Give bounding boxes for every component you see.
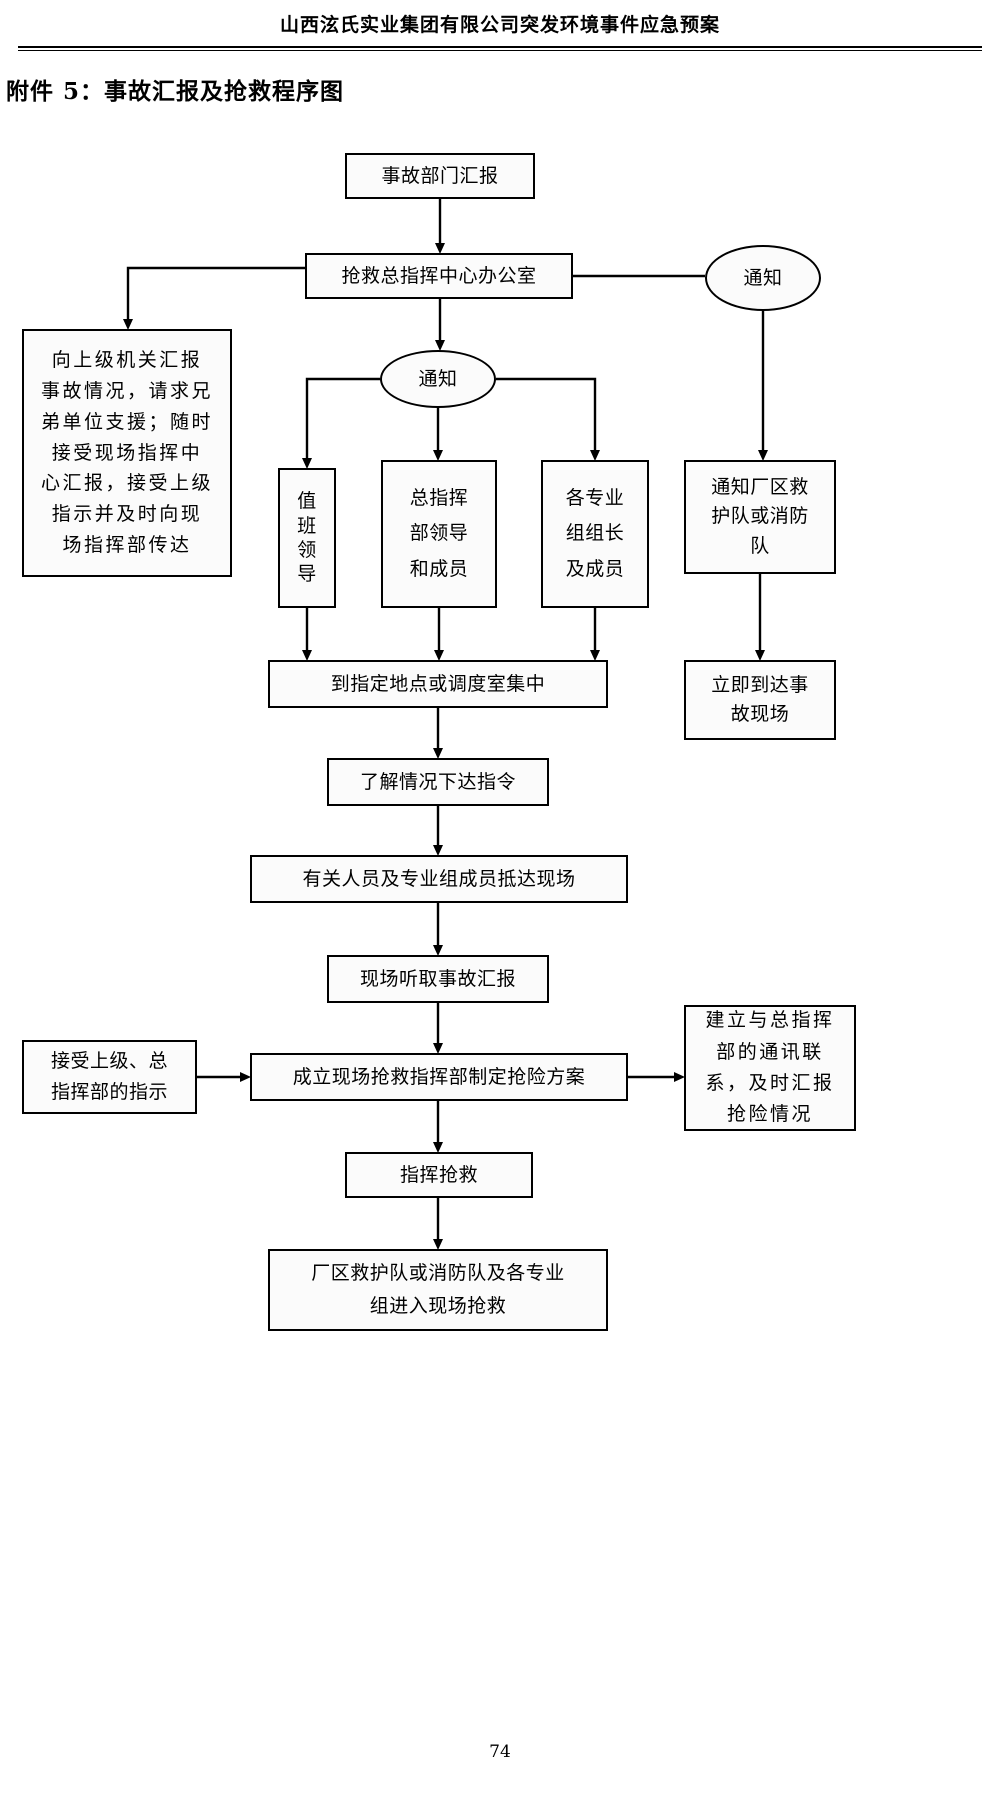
node-accident-department-report[interactable]: 事故部门汇报 — [345, 153, 535, 199]
attachment-title: 附件 5：事故汇报及抢救程序图 — [6, 78, 345, 105]
node-listen-to-accident-report-onsite[interactable]: 现场听取事故汇报 — [327, 955, 549, 1003]
node-arrive-accident-site-immediately[interactable]: 立即到达事 故现场 — [684, 660, 836, 740]
node-brigades-enter-site-for-rescue[interactable]: 厂区救护队或消防队及各专业 组进入现场抢救 — [268, 1249, 608, 1331]
node-specialist-group-leaders-members[interactable]: 各专业 组组长 及成员 — [541, 460, 649, 608]
page-header: 山西泫氏实业集团有限公司突发环境事件应急预案 — [0, 0, 1000, 51]
node-notify-center[interactable]: 通知 — [380, 350, 496, 408]
node-command-rescue[interactable]: 指挥抢救 — [345, 1152, 533, 1198]
node-establish-communication-report-rescue[interactable]: 建立与总指挥 部的通讯联 系，及时汇报 抢险情况 — [684, 1005, 856, 1131]
node-relevant-personnel-arrive-site[interactable]: 有关人员及专业组成员抵达现场 — [250, 855, 628, 903]
node-gather-at-designated-place[interactable]: 到指定地点或调度室集中 — [268, 660, 608, 708]
node-establish-onsite-command-and-plan[interactable]: 成立现场抢救指挥部制定抢险方案 — [250, 1053, 628, 1101]
node-rescue-command-center-office[interactable]: 抢救总指挥中心办公室 — [305, 253, 573, 299]
node-notify-right[interactable]: 通知 — [705, 245, 821, 311]
node-chief-command-leaders-members[interactable]: 总指挥 部领导 和成员 — [381, 460, 497, 608]
page-number: 74 — [489, 1742, 511, 1762]
node-receive-instructions-from-superior[interactable]: 接受上级、总 指挥部的指示 — [22, 1040, 197, 1114]
header-divider — [18, 45, 982, 51]
node-understand-situation-issue-orders[interactable]: 了解情况下达指令 — [327, 758, 549, 806]
document-header-title: 山西泫氏实业集团有限公司突发环境事件应急预案 — [279, 14, 720, 36]
node-report-to-superior-agency[interactable]: 向上级机关汇报 事故情况，请求兄 弟单位支援；随时 接受现场指挥中 心汇报，接受… — [22, 329, 232, 577]
node-duty-leader[interactable]: 值 班 领 导 — [278, 468, 336, 608]
node-notify-plant-rescue-or-fire-brigade[interactable]: 通知厂区救 护队或消防 队 — [684, 460, 836, 574]
